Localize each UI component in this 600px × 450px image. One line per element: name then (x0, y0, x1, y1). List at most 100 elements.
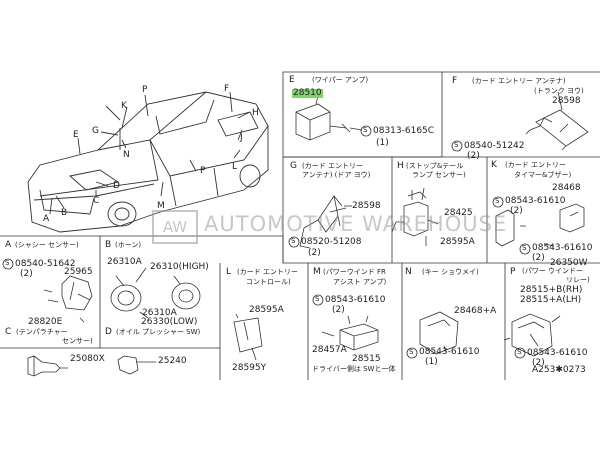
chassis-sensor-drawing (43, 275, 93, 323)
screw-s-icon: S (315, 295, 320, 303)
quantity: (2) (510, 206, 523, 216)
screw-part-number[interactable]: 08540-51242 (464, 141, 525, 151)
power-window-relay-drawing (503, 313, 561, 357)
section-caption: (カード エントリー アンテナ) (472, 77, 566, 85)
part-number[interactable]: 28515+A(LH) (520, 295, 582, 305)
callout-g: G (92, 126, 99, 136)
part-number[interactable]: 25080X (70, 354, 105, 364)
screw-part-number[interactable]: 08543-61610 (532, 243, 593, 253)
callout-p-side: P (200, 166, 206, 176)
callout-n: N (123, 150, 130, 160)
part-number[interactable]: 26310A (142, 308, 177, 318)
stop-lamp-sensor-drawing (391, 187, 439, 246)
part-number[interactable]: 28595A (249, 305, 284, 315)
screw-s-icon: S (291, 237, 296, 245)
quantity: (2) (532, 358, 545, 368)
section-caption: (パワーウインド FR (323, 268, 386, 276)
panel-border-e (282, 71, 443, 158)
section-caption-2: コントロール) (246, 278, 291, 286)
section-caption-2: ランプ センサー) (412, 171, 466, 179)
car-body (27, 91, 269, 233)
section-caption: (カード エントリー (505, 161, 566, 169)
callout-a: A (43, 214, 50, 224)
section-caption: (ホーン) (115, 241, 142, 249)
part-number[interactable]: 26310A (107, 257, 142, 267)
quantity: (2) (332, 305, 345, 315)
section-letter: L (226, 267, 232, 277)
section-letter: K (491, 160, 497, 170)
screw-s-icon: S (517, 348, 522, 356)
quantity: (2) (20, 269, 33, 279)
part-number[interactable]: 25240 (158, 356, 187, 366)
callout-d: D (113, 181, 120, 191)
horn-drawing (110, 267, 201, 319)
part-number[interactable]: 28425 (444, 208, 473, 218)
part-number[interactable]: 28468+A (454, 306, 497, 316)
callout-c: C (93, 196, 100, 206)
callout-h: H (252, 108, 259, 118)
callout-l: L (232, 162, 238, 172)
section-note: ドライバー側は SWと一体 (312, 365, 396, 373)
quantity: (2) (467, 151, 480, 161)
screw-s-icon: S (5, 259, 10, 267)
section-caption: (パワー ウインドー (522, 267, 583, 275)
part-number[interactable]: 28595Y (232, 363, 267, 373)
part-number[interactable]: 26350W (550, 258, 588, 268)
part-number[interactable]: 28595A (440, 237, 475, 247)
callout-k: K (121, 101, 127, 111)
section-letter: M (313, 267, 321, 277)
section-letter: H (397, 161, 404, 171)
section-letter: B (105, 240, 112, 250)
screw-s-icon: S (454, 141, 459, 149)
section-caption-2: アンテナ) (ドア ヨウ) (302, 171, 371, 179)
screw-part-number[interactable]: 08540-51642 (15, 259, 76, 269)
part-number[interactable]: 28457A (312, 345, 347, 355)
screw-part-number[interactable]: 08313-6165C (373, 126, 435, 136)
watermark-text: AUTOMOTIVE WAREHOUSE (204, 212, 508, 236)
oil-pressure-switch-drawing (117, 355, 156, 375)
callout-b: B (61, 208, 68, 218)
part-number[interactable]: 28820E (28, 317, 63, 327)
part-number[interactable]: 28598 (552, 96, 581, 106)
section-caption: (カード エントリー (302, 162, 363, 170)
part-number[interactable]: 26330(LOW) (141, 317, 198, 327)
quantity: (2) (308, 248, 321, 258)
quantity: (1) (425, 357, 438, 367)
part-number[interactable]: 25965 (64, 267, 93, 277)
section-caption: (キー ショウメイ) (422, 268, 479, 276)
section-caption: (カード エントリー (237, 268, 298, 276)
power-window-amp-drawing (321, 315, 379, 351)
part-number[interactable]: 28515 (352, 354, 381, 364)
part-number[interactable]: 26310(HIGH) (150, 262, 209, 272)
part-number-highlighted[interactable]: 28510 (292, 88, 323, 98)
screw-part-number[interactable]: 08543-61610 (505, 196, 566, 206)
trunk-antenna-drawing (525, 91, 589, 151)
section-letter: G (290, 161, 297, 171)
screw-part-number[interactable]: 08543-61610 (325, 295, 386, 305)
timer-buzzer-drawing (495, 203, 585, 247)
section-caption-2: センサー) (62, 337, 93, 345)
section-letter: F (452, 76, 458, 86)
section-caption: (ストップ&テール (406, 162, 464, 170)
screw-s-icon: S (363, 126, 368, 134)
section-letter: N (405, 267, 412, 277)
callout-j: J (240, 133, 243, 143)
screw-s-icon: S (409, 348, 414, 356)
quantity: (1) (376, 138, 389, 148)
screw-part-number[interactable]: 08520-51208 (301, 237, 362, 247)
screw-s-icon: S (522, 244, 527, 252)
section-letter: A (5, 240, 12, 250)
part-number[interactable]: 28515+B(RH) (520, 285, 583, 295)
panel-border-ghk (282, 156, 600, 263)
screw-s-icon: S (495, 197, 500, 205)
screw-part-number[interactable]: 08543-61610 (527, 348, 588, 358)
part-number[interactable]: 28598 (352, 201, 381, 211)
callout-f: F (224, 84, 230, 94)
section-caption-2: (トランク ヨウ) (534, 87, 584, 95)
section-caption-2: リレー) (566, 276, 590, 284)
part-number[interactable]: 28468 (552, 183, 581, 193)
door-antenna-drawing (299, 194, 352, 249)
callout-p-top: P (142, 85, 148, 95)
screw-part-number[interactable]: 08543-61610 (419, 347, 480, 357)
section-caption-2: タイマー&ブザー) (514, 171, 572, 179)
